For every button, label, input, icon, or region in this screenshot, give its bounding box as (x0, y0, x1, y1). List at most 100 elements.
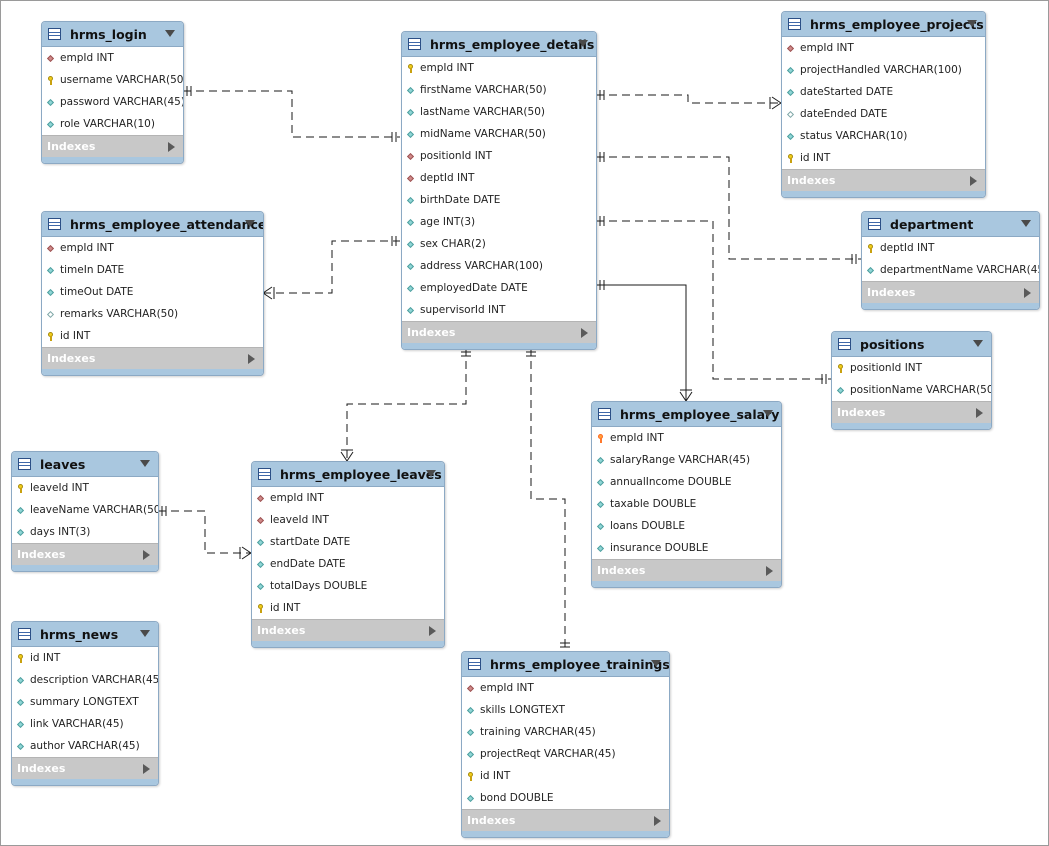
column-row[interactable]: leaveId INT (252, 509, 444, 531)
column-row[interactable]: training VARCHAR(45) (462, 721, 669, 743)
indexes-section[interactable]: Indexes (12, 757, 158, 779)
column-row[interactable]: password VARCHAR(45) (42, 91, 183, 113)
column-row[interactable]: lastName VARCHAR(50) (402, 101, 596, 123)
indexes-section[interactable]: Indexes (462, 809, 669, 831)
column-row[interactable]: endDate DATE (252, 553, 444, 575)
column-row[interactable]: id INT (462, 765, 669, 787)
column-row[interactable]: dateEnded DATE (782, 103, 985, 125)
table-header[interactable]: hrms_news (12, 622, 158, 647)
relationship-details-attendance[interactable] (262, 236, 400, 300)
column-row[interactable]: skills LONGTEXT (462, 699, 669, 721)
table-header[interactable]: hrms_employee_salary (592, 402, 781, 427)
expand-arrow-icon[interactable] (976, 408, 983, 418)
indexes-section[interactable]: Indexes (42, 135, 183, 157)
column-row[interactable]: leaveId INT (12, 477, 158, 499)
expand-arrow-icon[interactable] (766, 566, 773, 576)
collapse-arrow-icon[interactable] (1021, 220, 1031, 227)
expand-arrow-icon[interactable] (429, 626, 436, 636)
column-row[interactable]: totalDays DOUBLE (252, 575, 444, 597)
column-row[interactable]: annualIncome DOUBLE (592, 471, 781, 493)
relationship-leaves-employee-leaves[interactable] (158, 506, 252, 560)
column-row[interactable]: insurance DOUBLE (592, 537, 781, 559)
table-header[interactable]: hrms_employee_projects (782, 12, 985, 37)
column-row[interactable]: timeOut DATE (42, 281, 263, 303)
column-row[interactable]: positionName VARCHAR(50) (832, 379, 991, 401)
table-header[interactable]: department (862, 212, 1039, 237)
expand-arrow-icon[interactable] (1024, 288, 1031, 298)
column-row[interactable]: projectHandled VARCHAR(100) (782, 59, 985, 81)
column-row[interactable]: role VARCHAR(10) (42, 113, 183, 135)
column-row[interactable]: username VARCHAR(50) (42, 69, 183, 91)
column-row[interactable]: empId INT (782, 37, 985, 59)
column-row[interactable]: description VARCHAR(45) (12, 669, 158, 691)
collapse-arrow-icon[interactable] (165, 30, 175, 37)
collapse-arrow-icon[interactable] (426, 470, 436, 477)
relationship-details-leaves[interactable] (340, 348, 471, 462)
collapse-arrow-icon[interactable] (973, 340, 983, 347)
column-row[interactable]: projectReqt VARCHAR(45) (462, 743, 669, 765)
column-row[interactable]: deptId INT (862, 237, 1039, 259)
indexes-section[interactable]: Indexes (592, 559, 781, 581)
expand-arrow-icon[interactable] (143, 550, 150, 560)
relationship-details-login[interactable] (183, 86, 400, 142)
collapse-arrow-icon[interactable] (140, 460, 150, 467)
expand-arrow-icon[interactable] (248, 354, 255, 364)
column-row[interactable]: status VARCHAR(10) (782, 125, 985, 147)
expand-arrow-icon[interactable] (654, 816, 661, 826)
column-row[interactable]: sex CHAR(2) (402, 233, 596, 255)
expand-arrow-icon[interactable] (143, 764, 150, 774)
table-header[interactable]: positions (832, 332, 991, 357)
column-row[interactable]: remarks VARCHAR(50) (42, 303, 263, 325)
indexes-section[interactable]: Indexes (782, 169, 985, 191)
indexes-section[interactable]: Indexes (862, 281, 1039, 303)
expand-arrow-icon[interactable] (970, 176, 977, 186)
expand-arrow-icon[interactable] (168, 142, 175, 152)
column-row[interactable]: empId INT (402, 57, 596, 79)
collapse-arrow-icon[interactable] (763, 410, 773, 417)
column-row[interactable]: empId INT (42, 47, 183, 69)
column-row[interactable]: id INT (782, 147, 985, 169)
relationship-department-details[interactable] (596, 152, 861, 264)
table-header[interactable]: hrms_employee_details (402, 32, 596, 57)
collapse-arrow-icon[interactable] (140, 630, 150, 637)
column-row[interactable]: leaveName VARCHAR(50) (12, 499, 158, 521)
table-header[interactable]: hrms_login (42, 22, 183, 47)
column-row[interactable]: author VARCHAR(45) (12, 735, 158, 757)
collapse-arrow-icon[interactable] (578, 40, 588, 47)
column-row[interactable]: startDate DATE (252, 531, 444, 553)
column-row[interactable]: empId INT (592, 427, 781, 449)
column-row[interactable]: summary LONGTEXT (12, 691, 158, 713)
column-row[interactable]: days INT(3) (12, 521, 158, 543)
relationship-details-trainings[interactable] (526, 348, 570, 651)
column-row[interactable]: loans DOUBLE (592, 515, 781, 537)
relationship-details-salary[interactable] (596, 280, 693, 402)
column-row[interactable]: employedDate DATE (402, 277, 596, 299)
collapse-arrow-icon[interactable] (651, 660, 661, 667)
relationship-details-projects[interactable] (596, 90, 782, 110)
column-row[interactable]: taxable DOUBLE (592, 493, 781, 515)
column-row[interactable]: dateStarted DATE (782, 81, 985, 103)
column-row[interactable]: salaryRange VARCHAR(45) (592, 449, 781, 471)
indexes-section[interactable]: Indexes (252, 619, 444, 641)
column-row[interactable]: id INT (42, 325, 263, 347)
indexes-section[interactable]: Indexes (402, 321, 596, 343)
column-row[interactable]: id INT (12, 647, 158, 669)
table-header[interactable]: hrms_employee_leaves (252, 462, 444, 487)
column-row[interactable]: departmentName VARCHAR(45) (862, 259, 1039, 281)
column-row[interactable]: bond DOUBLE (462, 787, 669, 809)
collapse-arrow-icon[interactable] (245, 220, 255, 227)
column-row[interactable]: link VARCHAR(45) (12, 713, 158, 735)
column-row[interactable]: address VARCHAR(100) (402, 255, 596, 277)
expand-arrow-icon[interactable] (581, 328, 588, 338)
column-row[interactable]: age INT(3) (402, 211, 596, 233)
